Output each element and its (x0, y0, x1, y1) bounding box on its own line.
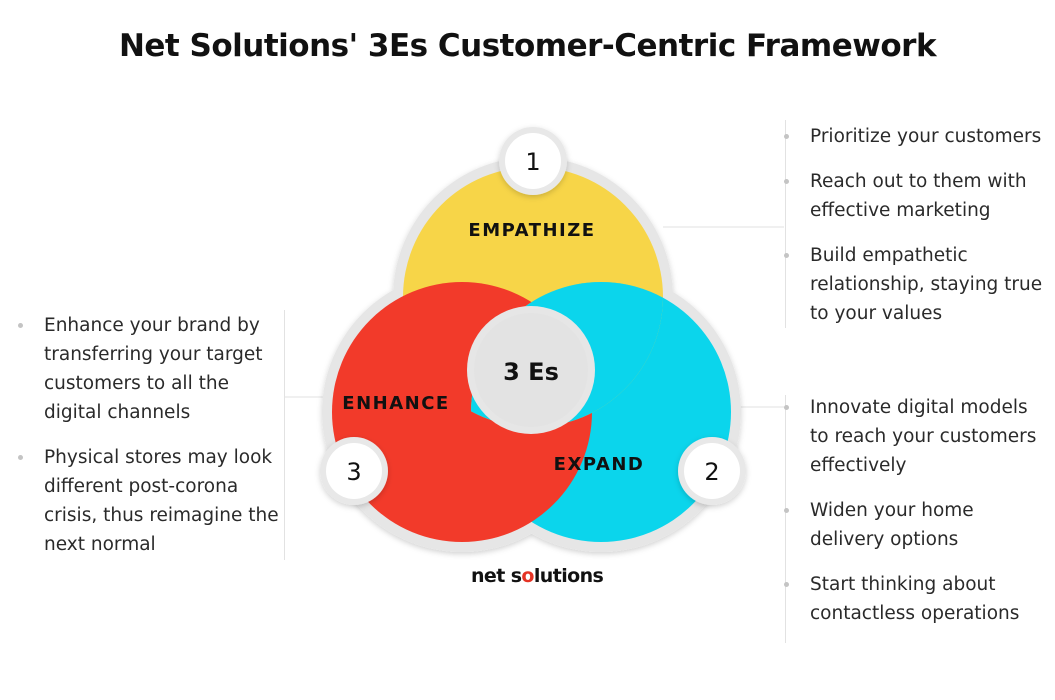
brand-logo: net solutions (471, 565, 604, 587)
list-item: Build empathetic relationship, staying t… (784, 241, 1052, 328)
badge-2-number: 2 (704, 458, 719, 486)
badge-2 (684, 443, 740, 499)
empathize-points: Prioritize your customers Reach out to t… (784, 122, 1052, 344)
badge-3-number: 3 (346, 458, 361, 486)
badge-3 (326, 443, 382, 499)
page-title: Net Solutions' 3Es Customer-Centric Fram… (118, 28, 937, 64)
center-label: 3 Es (503, 358, 559, 386)
enhance-separator (284, 310, 285, 560)
list-item: Enhance your brand by transferring your … (18, 311, 280, 427)
expand-separator (785, 395, 786, 643)
list-item: Start thinking about contactless operati… (784, 570, 1052, 628)
list-item: Physical stores may look different post-… (18, 443, 280, 559)
list-item: Innovate digital models to reach your cu… (784, 393, 1052, 480)
badge-1-number: 1 (525, 148, 540, 176)
brand-logo-accent: o (521, 565, 534, 587)
brand-logo-part: net s (471, 565, 522, 587)
brand-logo-part: lutions (533, 565, 604, 587)
empathize-separator (785, 120, 786, 328)
list-item: Widen your home delivery options (784, 496, 1052, 554)
enhance-points: Enhance your brand by transferring your … (18, 311, 280, 575)
badge-1 (505, 133, 561, 189)
center-hub (474, 313, 588, 427)
list-item: Reach out to them with effective marketi… (784, 167, 1052, 225)
empathize-label: EMPATHIZE (468, 220, 595, 241)
list-item: Prioritize your customers (784, 122, 1052, 151)
expand-label: EXPAND (554, 454, 645, 475)
expand-points: Innovate digital models to reach your cu… (784, 393, 1052, 644)
enhance-label: ENHANCE (342, 393, 449, 414)
